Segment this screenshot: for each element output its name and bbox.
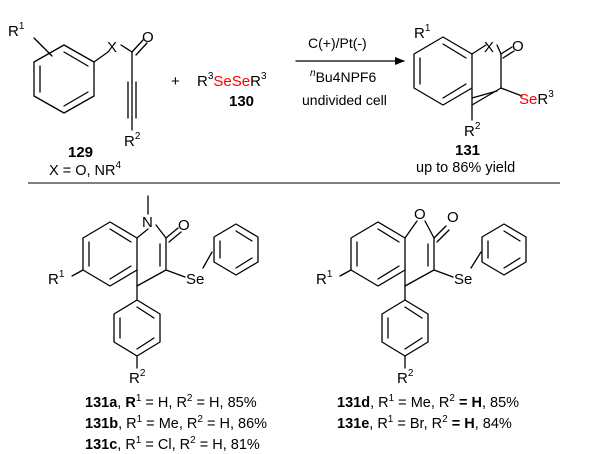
quinolinone-lactam-ring	[71, 195, 213, 287]
aryl-ring-left	[113, 285, 161, 369]
plus-sign: +	[171, 73, 180, 90]
condition-cell: undivided cell	[302, 92, 387, 108]
entry-131a: 131a, R1 = H, R2 = H, 85%	[85, 393, 257, 411]
selenyl-group-131: SeR3	[519, 89, 554, 108]
compound-number-131: 131	[455, 142, 480, 159]
entry-131b: 131b, R1 = Me, R2 = H, 86%	[85, 414, 267, 432]
r1-label-left: R1	[48, 269, 65, 288]
r2-label-left: R2	[129, 368, 146, 387]
condition-electrolyte: nBu4NPF6	[310, 68, 376, 85]
r1-bond-129	[33, 37, 53, 57]
x-definition: X = O, NR4	[49, 160, 121, 179]
alkyne-129	[127, 51, 137, 131]
r2-label-131: R2	[464, 121, 481, 140]
yield-note: up to 86% yield	[416, 160, 515, 176]
aryl-ring-right	[381, 285, 429, 369]
nitrogen-atom: N	[142, 214, 153, 231]
r2-label-129: R2	[124, 131, 141, 150]
carbonyl-oxygen-131: O	[512, 38, 524, 55]
benzene-ring-129	[33, 44, 95, 114]
compound-number-130: 130	[229, 93, 254, 110]
coumarin-example-structure: O O Se R1 R2	[316, 206, 527, 387]
x-atom-129: X	[107, 39, 117, 56]
ring-x-bond-129	[93, 51, 109, 63]
entry-131c: 131c, R1 = Cl, R2 = H, 81%	[85, 435, 260, 453]
coumarin-benzo-ring	[350, 221, 406, 287]
coumarin-lactone-ring	[339, 220, 482, 287]
selenium-atom-left: Se	[186, 271, 204, 288]
carbonyl-oxygen-left: O	[178, 217, 190, 234]
se-phenyl-ring-left	[213, 223, 259, 276]
selenium-atom-right: Se	[454, 271, 472, 288]
r1-label-right: R1	[316, 269, 333, 288]
benzo-ring-131	[413, 36, 473, 106]
ring-oxygen-atom: O	[414, 206, 426, 223]
compound-number-129: 129	[68, 144, 93, 161]
x-atom-131: X	[484, 39, 494, 56]
quinolinone-example-structure: N O Se R1 R2	[48, 195, 259, 387]
carbonyl-oxygen-129: O	[142, 29, 154, 46]
entry-131e: 131e, R1 = Br, R2 = H, 84%	[337, 414, 512, 432]
r1-label-129: R1	[8, 21, 25, 40]
r1-label-131: R1	[414, 23, 431, 42]
pyranone-ring-131	[471, 44, 523, 121]
compound-129-structure: R1 X O R2	[8, 21, 154, 150]
se-phenyl-ring-right	[481, 223, 527, 276]
carbonyl-oxygen-right: O	[447, 209, 459, 226]
carbonyl-129	[120, 39, 148, 56]
r2-label-right: R2	[397, 368, 414, 387]
quinolinone-benzo-ring	[82, 221, 138, 287]
diselenide-formula-130: R3SeSeR3	[197, 71, 267, 90]
entry-131d: 131d, R1 = Me, R2 = H, 85%	[337, 393, 519, 411]
compound-131-structure: R1 X O SeR3 R2	[413, 23, 554, 140]
condition-electrodes: C(+)/Pt(-)	[308, 35, 367, 51]
